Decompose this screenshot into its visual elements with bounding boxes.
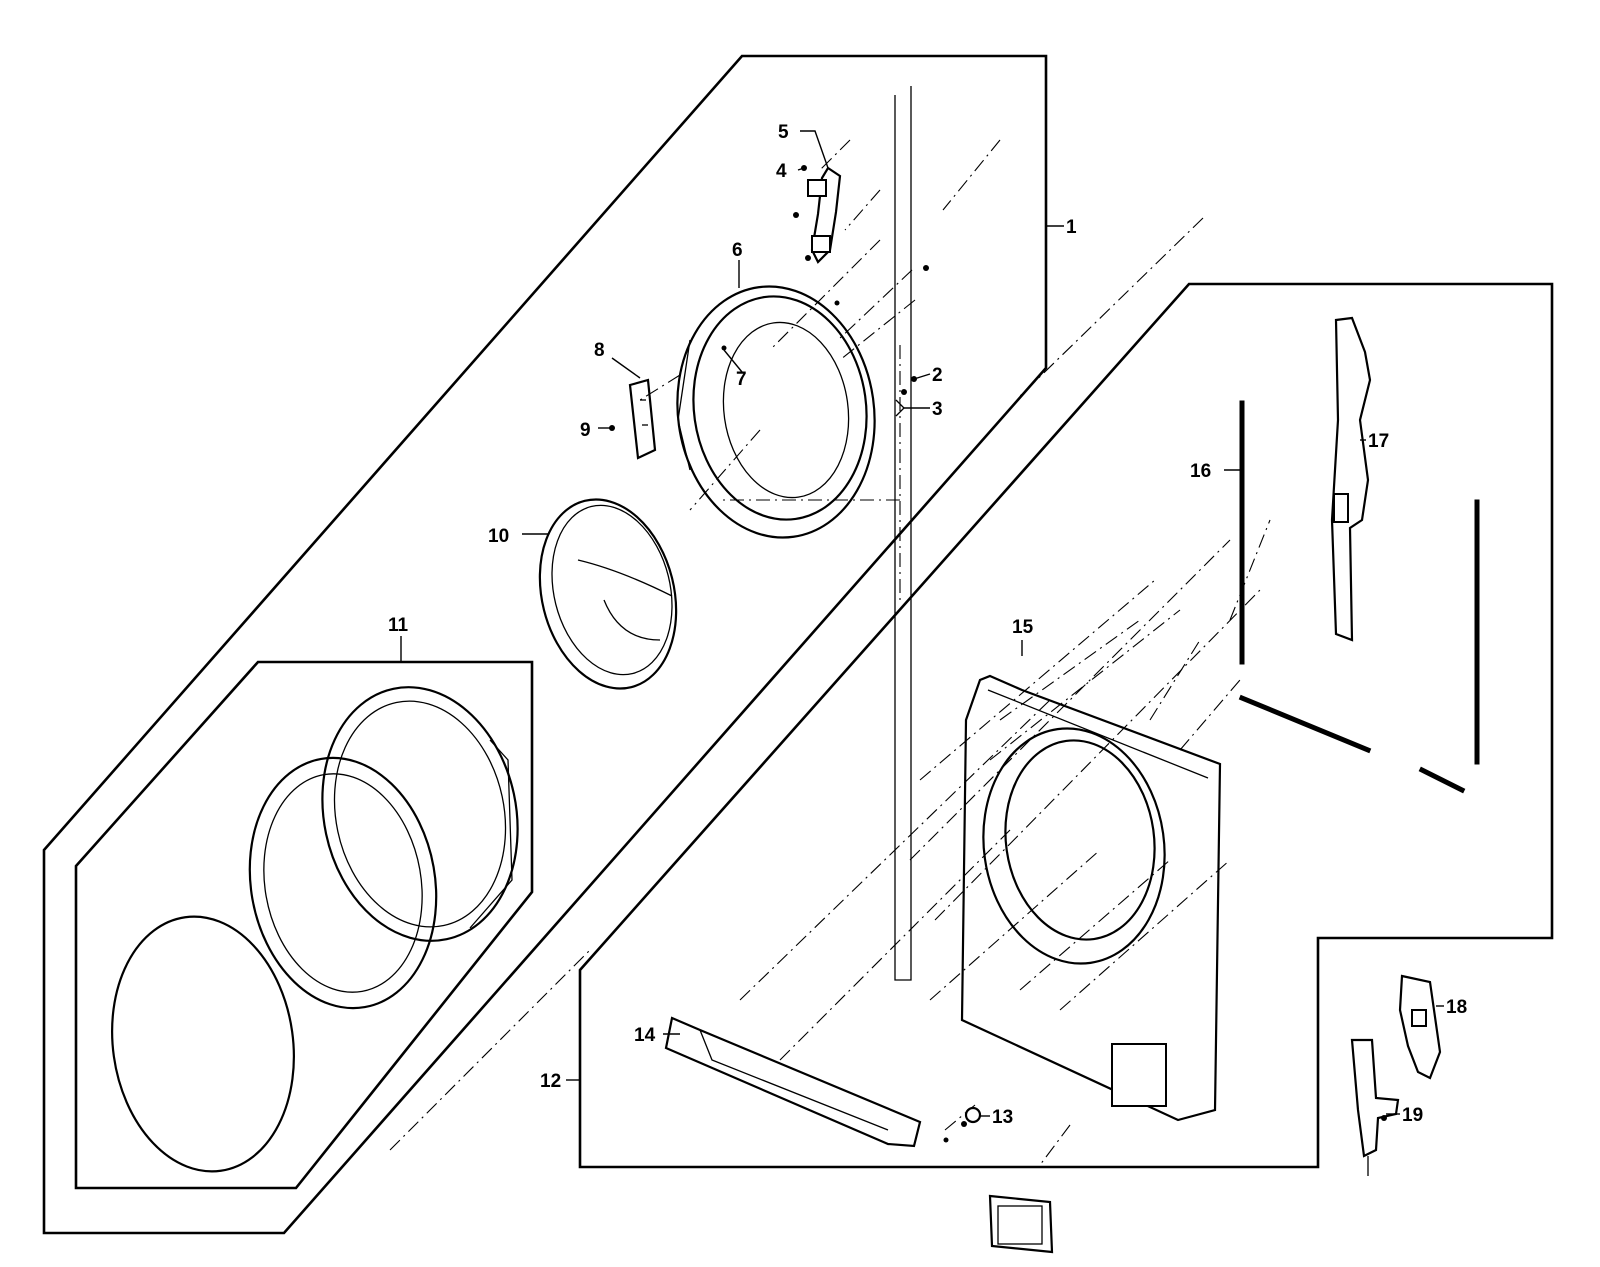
part-number-11: 11	[388, 615, 409, 636]
frame-front-panel-assembly	[578, 282, 1554, 1169]
part-number-4: 4	[776, 161, 787, 182]
frame-door-assembly	[42, 54, 1048, 1235]
bottom-bracket-box	[988, 1194, 1054, 1254]
door-outer-frame	[676, 285, 876, 539]
door-lock-bracket	[609, 378, 657, 460]
part-number-9: 9	[580, 420, 591, 441]
switch-knob	[943, 1106, 982, 1143]
lock-switch	[1350, 1038, 1400, 1176]
part-number-18: 18	[1446, 997, 1467, 1018]
frame-door-glass-assembly	[74, 660, 534, 1190]
part-number-10: 10	[488, 526, 509, 547]
part-number-15: 15	[1012, 617, 1034, 638]
door-hinge	[793, 165, 842, 264]
control-panel-frame	[664, 1016, 922, 1148]
part-number-5: 5	[778, 122, 789, 143]
part-number-8: 8	[594, 340, 605, 361]
door-inner-assembly	[111, 686, 519, 1173]
part-number-13: 13	[992, 1107, 1013, 1128]
top-bracket	[1398, 974, 1442, 1080]
explode-lines	[389, 139, 1271, 1166]
part-number-2: 2	[932, 365, 943, 386]
part-number-12: 12	[540, 1071, 561, 1092]
front-panel	[960, 674, 1222, 1122]
side-strips	[1238, 316, 1480, 794]
door-glass-bowl	[538, 498, 678, 690]
leader-lines	[400, 130, 1444, 1117]
part-number-1: 1	[1066, 217, 1077, 238]
part-number-7: 7	[736, 369, 747, 390]
part-number-16: 16	[1190, 461, 1211, 482]
part-number-19: 19	[1402, 1105, 1423, 1126]
part-number-labels: 1 2 3 4 5 6 7 8 9 10 11 12 13 14 15 16 1…	[388, 122, 1467, 1128]
part-number-17: 17	[1368, 431, 1389, 452]
hinge-plate-outline	[894, 86, 912, 981]
part-number-6: 6	[732, 240, 743, 261]
part-number-3: 3	[932, 399, 943, 420]
hinge-screws	[834, 265, 929, 417]
part-number-14: 14	[634, 1025, 656, 1046]
